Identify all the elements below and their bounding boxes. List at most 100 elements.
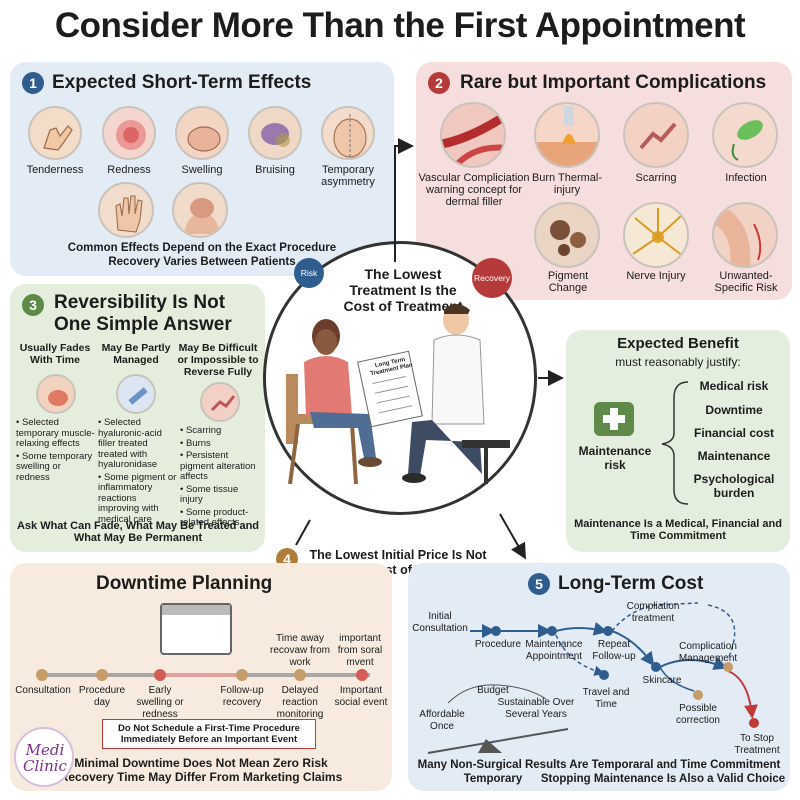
- clinic-logo: Medi Clinic: [14, 727, 74, 787]
- footer-line: Temporary: [463, 773, 523, 785]
- page-title: Consider More Than the First Appointment: [54, 6, 746, 45]
- list-item: • Persistent pigment alteration affects: [180, 450, 256, 482]
- benefit-footer: Maintenance Is a Medical, Financial and …: [574, 518, 782, 542]
- complication-label: Nerve Injury: [626, 270, 686, 282]
- timeline-label: Follow-up recovery: [220, 685, 264, 708]
- pigment-icon: [534, 202, 600, 268]
- flow-node: Initial Consultation: [412, 611, 468, 634]
- list-item: • Some temporary swelling or redness: [16, 450, 93, 483]
- column-heading: May Be Partly Managed: [101, 342, 171, 366]
- list-item: • Some tissue injury: [180, 483, 239, 505]
- section-heading: Rare but Important Complications: [460, 72, 767, 93]
- complication-label: Unwanted-Specific Risk: [714, 270, 778, 294]
- section-number: 5: [528, 573, 550, 595]
- section-heading: Long-Term Cost: [558, 573, 704, 594]
- logo-text: Clinic: [23, 757, 67, 775]
- column-heading: May Be Difficult or Impossible to Revers…: [177, 342, 259, 378]
- timeline-dot: [356, 669, 368, 681]
- footer-line: Many Non-Surgical Results Are Temporaral…: [417, 759, 781, 771]
- section-heading: Reversibility Is Not: [54, 292, 226, 313]
- timeline-dot: [236, 669, 248, 681]
- benefit-item: Maintenance: [697, 449, 771, 463]
- risk-badge: Risk: [294, 258, 324, 288]
- budget-label: Budget: [477, 685, 509, 696]
- affordable-label: Affordable Once: [419, 709, 465, 732]
- column-list: • Selected temporary muscle-relaxing eff…: [16, 417, 96, 485]
- timeline-dot: [96, 669, 108, 681]
- timeline-label: Procedure day: [78, 685, 126, 708]
- flow-node: Procedure: [474, 639, 522, 650]
- expected-benefit-panel: Expected Benefit must reasonably justify…: [566, 330, 790, 552]
- section-heading: One Simple Answer: [54, 314, 232, 335]
- muscle-icon: [36, 374, 76, 414]
- flow-node: Compliation treatment: [626, 601, 680, 624]
- flow-node: Possible correction: [676, 703, 720, 726]
- effect-label: Tenderness: [26, 164, 84, 176]
- footer-line: Recovery Time May Differ From Marketing …: [59, 770, 343, 784]
- maintenance-risk-label: Maintenance risk: [578, 444, 652, 472]
- footer-line: Ask What Can Fade, What May Be Treated a…: [16, 520, 260, 544]
- swelling-icon: [175, 106, 229, 160]
- complication-label: Burn Thermal-injury: [531, 172, 603, 196]
- list-item: • Selected temporary muscle-relaxing eff…: [16, 417, 95, 449]
- face-swelling-icon: [172, 182, 228, 238]
- section-number: 2: [428, 72, 450, 94]
- hand-icon: [98, 182, 154, 238]
- complication-label: Pigment Change: [547, 270, 589, 294]
- medical-kit-icon: [594, 402, 634, 436]
- burn-icon: [534, 102, 600, 168]
- bacteria-icon: [712, 102, 778, 168]
- flow-node: To Stop Treatment: [734, 733, 780, 756]
- list-item: • Some product-related effects: [180, 506, 249, 528]
- nerve-icon: [623, 202, 689, 268]
- column-heading: Usually Fades With Time: [19, 342, 91, 366]
- benefit-item: Psychological burden: [693, 472, 775, 500]
- downtime-panel: Downtime Planning Time away recovaw from…: [10, 563, 392, 791]
- scar-small-icon: [200, 382, 240, 422]
- timeline-label: Consultation: [15, 685, 71, 696]
- effect-label: Redness: [107, 164, 151, 176]
- section-number: 1: [22, 72, 44, 94]
- recovery-badge: Recovery: [472, 258, 512, 298]
- timeline-dot: [36, 669, 48, 681]
- syringe-icon: [116, 374, 156, 414]
- scar-icon: [623, 102, 689, 168]
- list-item: • Scarring: [180, 425, 222, 436]
- benefit-item: Downtime: [705, 403, 763, 417]
- bruising-icon: [248, 106, 302, 160]
- timeline-label: Early swelling or redness: [136, 685, 184, 720]
- tenderness-icon: [28, 106, 82, 160]
- timeline-note: important from soral mvent: [337, 633, 383, 668]
- short-term-effects-panel: 1 Expected Short-Term Effects Tenderness…: [10, 62, 394, 276]
- sustainable-label: Sustainable Over Several Years: [497, 697, 575, 720]
- brace-icon: [661, 381, 689, 505]
- list-item: • Burns: [180, 437, 211, 449]
- benefit-subheading: must reasonably justify:: [615, 355, 741, 369]
- cost-flow-diagram: [427, 602, 759, 754]
- timeline-highlight: [160, 673, 240, 677]
- benefit-item: Financial cost: [693, 426, 775, 440]
- benefit-item: Medical risk: [699, 379, 769, 393]
- effect-label: Temporary asymmetry: [321, 164, 375, 188]
- footer-line: Common Effects Depend on the Exact Proce…: [67, 242, 337, 254]
- timeline-dot: [294, 669, 306, 681]
- center-illustration: Risk Recovery The Lowest Treatment Is th…: [263, 241, 537, 515]
- warning-box: Do Not Schedule a First-Time Procedure I…: [102, 719, 316, 749]
- center-caption: The Lowest Treatment Is the Cost of Trea…: [343, 266, 463, 314]
- warning-text: Do Not Schedule a First-Time Procedure I…: [118, 723, 300, 745]
- effect-label: Swelling: [181, 164, 223, 176]
- column-list: • Scarring • Burns • Persistent pigment …: [180, 425, 262, 531]
- complication-label: Vascular Compliciation warning concept f…: [418, 172, 530, 208]
- flow-node: Maintenance Appointment: [525, 639, 583, 662]
- calendar-icon: [160, 603, 232, 655]
- section-number: 3: [22, 294, 44, 316]
- complications-panel: 2 Rare but Important Complications Vascu…: [416, 62, 792, 300]
- asymmetry-face-icon: [321, 106, 375, 160]
- flow-node: Skincare: [642, 675, 682, 686]
- timeline-label: Delayed reaction monitoring: [276, 685, 324, 720]
- column-list: • Selected hyaluronic-acid filler treate…: [98, 417, 178, 527]
- benefit-heading: Expected Benefit: [617, 335, 739, 352]
- footer-line: Recovery Varies Between Patients: [108, 256, 296, 268]
- effect-label: Bruising: [255, 164, 295, 176]
